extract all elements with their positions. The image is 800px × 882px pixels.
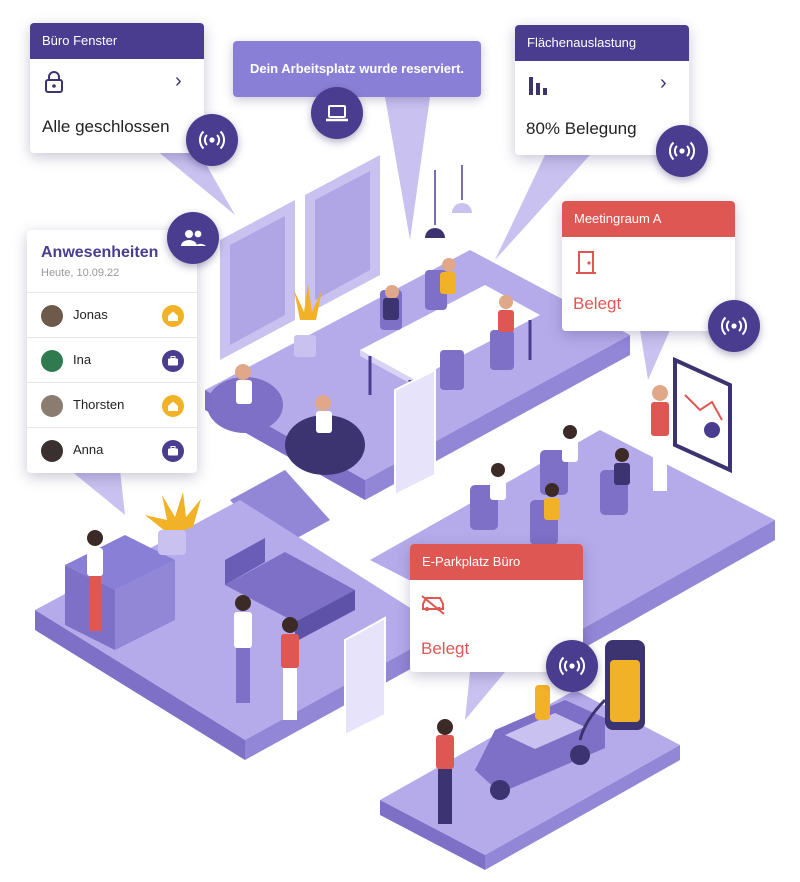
reservation-banner: Dein Arbeitsplatz wurde reserviert.: [233, 41, 481, 97]
laptop-icon: [311, 87, 363, 139]
pendant-lamps: [425, 165, 472, 238]
window-card-status: Alle geschlossen: [42, 117, 170, 136]
attendance-card-pointer: [70, 470, 125, 515]
attendance-card[interactable]: Anwesenheiten Heute, 10.09.22 Jonas Ina …: [27, 230, 197, 473]
window-status-card[interactable]: Büro Fenster › Alle geschlossen: [30, 23, 204, 153]
parking-card-status: Belegt: [421, 639, 470, 658]
avatar: [41, 395, 63, 417]
attendance-row[interactable]: Thorsten: [27, 382, 197, 428]
occupancy-card-pointer: [495, 155, 590, 260]
meeting-card-header: Meetingraum A: [562, 201, 735, 237]
window-card-header: Büro Fenster: [30, 23, 204, 59]
stair-connector: [230, 470, 330, 550]
meeting-card-pointer: [640, 330, 670, 380]
chevron-right-icon[interactable]: ›: [175, 70, 182, 92]
briefcase-icon: [162, 350, 184, 372]
avatar: [41, 305, 63, 327]
attendance-date: Heute, 10.09.22: [41, 267, 120, 279]
window-card-pointer: [150, 145, 235, 215]
iot-signal-icon: [186, 114, 238, 166]
parking-floor: [380, 640, 680, 870]
attendee-name: Anna: [73, 442, 104, 457]
occupancy-card-header: Flächenauslastung: [515, 25, 689, 61]
parking-card-pointer: [465, 672, 505, 720]
iot-signal-icon: [546, 640, 598, 692]
attendee-name: Jonas: [73, 307, 108, 322]
bar-chart-icon: [529, 77, 547, 95]
occupancy-card[interactable]: Flächenauslastung › 80% Belegung: [515, 25, 689, 155]
people-icon: [167, 212, 219, 264]
no-car-icon: [421, 595, 445, 615]
banner-pointer: [385, 97, 430, 240]
attendance-row[interactable]: Ina: [27, 337, 197, 383]
attendance-title: Anwesenheiten: [41, 244, 159, 261]
avatar: [41, 350, 63, 372]
lounge-area: [207, 284, 365, 475]
parking-card[interactable]: E-Parkplatz Büro Belegt: [410, 544, 583, 672]
chevron-right-icon[interactable]: ›: [660, 72, 667, 94]
lower-left-floor: [35, 492, 445, 760]
parking-card-header: E-Parkplatz Büro: [410, 544, 583, 580]
lock-icon: [45, 71, 63, 93]
meeting-table: [360, 258, 540, 420]
iot-signal-icon: [656, 125, 708, 177]
briefcase-icon: [162, 440, 184, 462]
attendee-name: Thorsten: [73, 397, 125, 412]
meeting-card-status: Belegt: [573, 294, 622, 313]
avatar: [41, 440, 63, 462]
home-icon: [162, 305, 184, 327]
home-icon: [162, 395, 184, 417]
occupancy-card-status: 80% Belegung: [526, 119, 637, 138]
attendance-row[interactable]: Anna: [27, 427, 197, 473]
attendee-name: Ina: [73, 352, 92, 367]
meeting-room-card[interactable]: Meetingraum A Belegt: [562, 201, 735, 331]
door-icon: [576, 251, 596, 274]
iot-signal-icon: [708, 300, 760, 352]
attendance-row[interactable]: Jonas: [27, 292, 197, 338]
